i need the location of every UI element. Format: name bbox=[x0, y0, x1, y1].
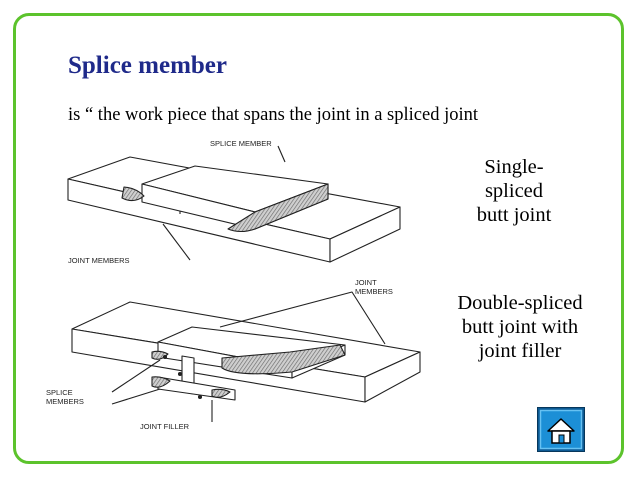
caption-line: butt joint with bbox=[461, 316, 579, 338]
label-splice-members-b: MEMBERS bbox=[46, 397, 84, 406]
label-joint-members-2a: JOINT bbox=[355, 278, 377, 287]
label-joint-members-2b: MEMBERS bbox=[355, 287, 393, 296]
label-splice-members-a: SPLICE bbox=[46, 388, 73, 397]
caption-line: butt joint bbox=[476, 204, 552, 226]
single-spliced-caption: Single- spliced butt joint bbox=[452, 155, 576, 227]
caption-line: joint filler bbox=[478, 340, 562, 362]
home-icon bbox=[537, 407, 585, 452]
label-joint-filler: JOINT FILLER bbox=[140, 422, 190, 431]
single-splice-drawing bbox=[67, 145, 401, 263]
definition-text: is “ the work piece that spans the joint… bbox=[68, 105, 478, 125]
label-splice-member: SPLICE MEMBER bbox=[210, 139, 272, 148]
label-joint-members: JOINT MEMBERS bbox=[68, 256, 130, 265]
splice-joint-illustration: SPLICE MEMBER JOINT MEMBERS JOINT MEMBER… bbox=[46, 139, 421, 431]
caption-line: spliced bbox=[484, 180, 544, 202]
home-button[interactable] bbox=[537, 407, 585, 452]
caption-line: Single- bbox=[484, 156, 544, 178]
caption-line: Double-spliced bbox=[457, 292, 583, 314]
double-spliced-caption: Double-spliced butt joint with joint fil… bbox=[444, 291, 596, 363]
slide-title: Splice member bbox=[68, 52, 227, 79]
double-splice-drawing bbox=[71, 291, 421, 422]
